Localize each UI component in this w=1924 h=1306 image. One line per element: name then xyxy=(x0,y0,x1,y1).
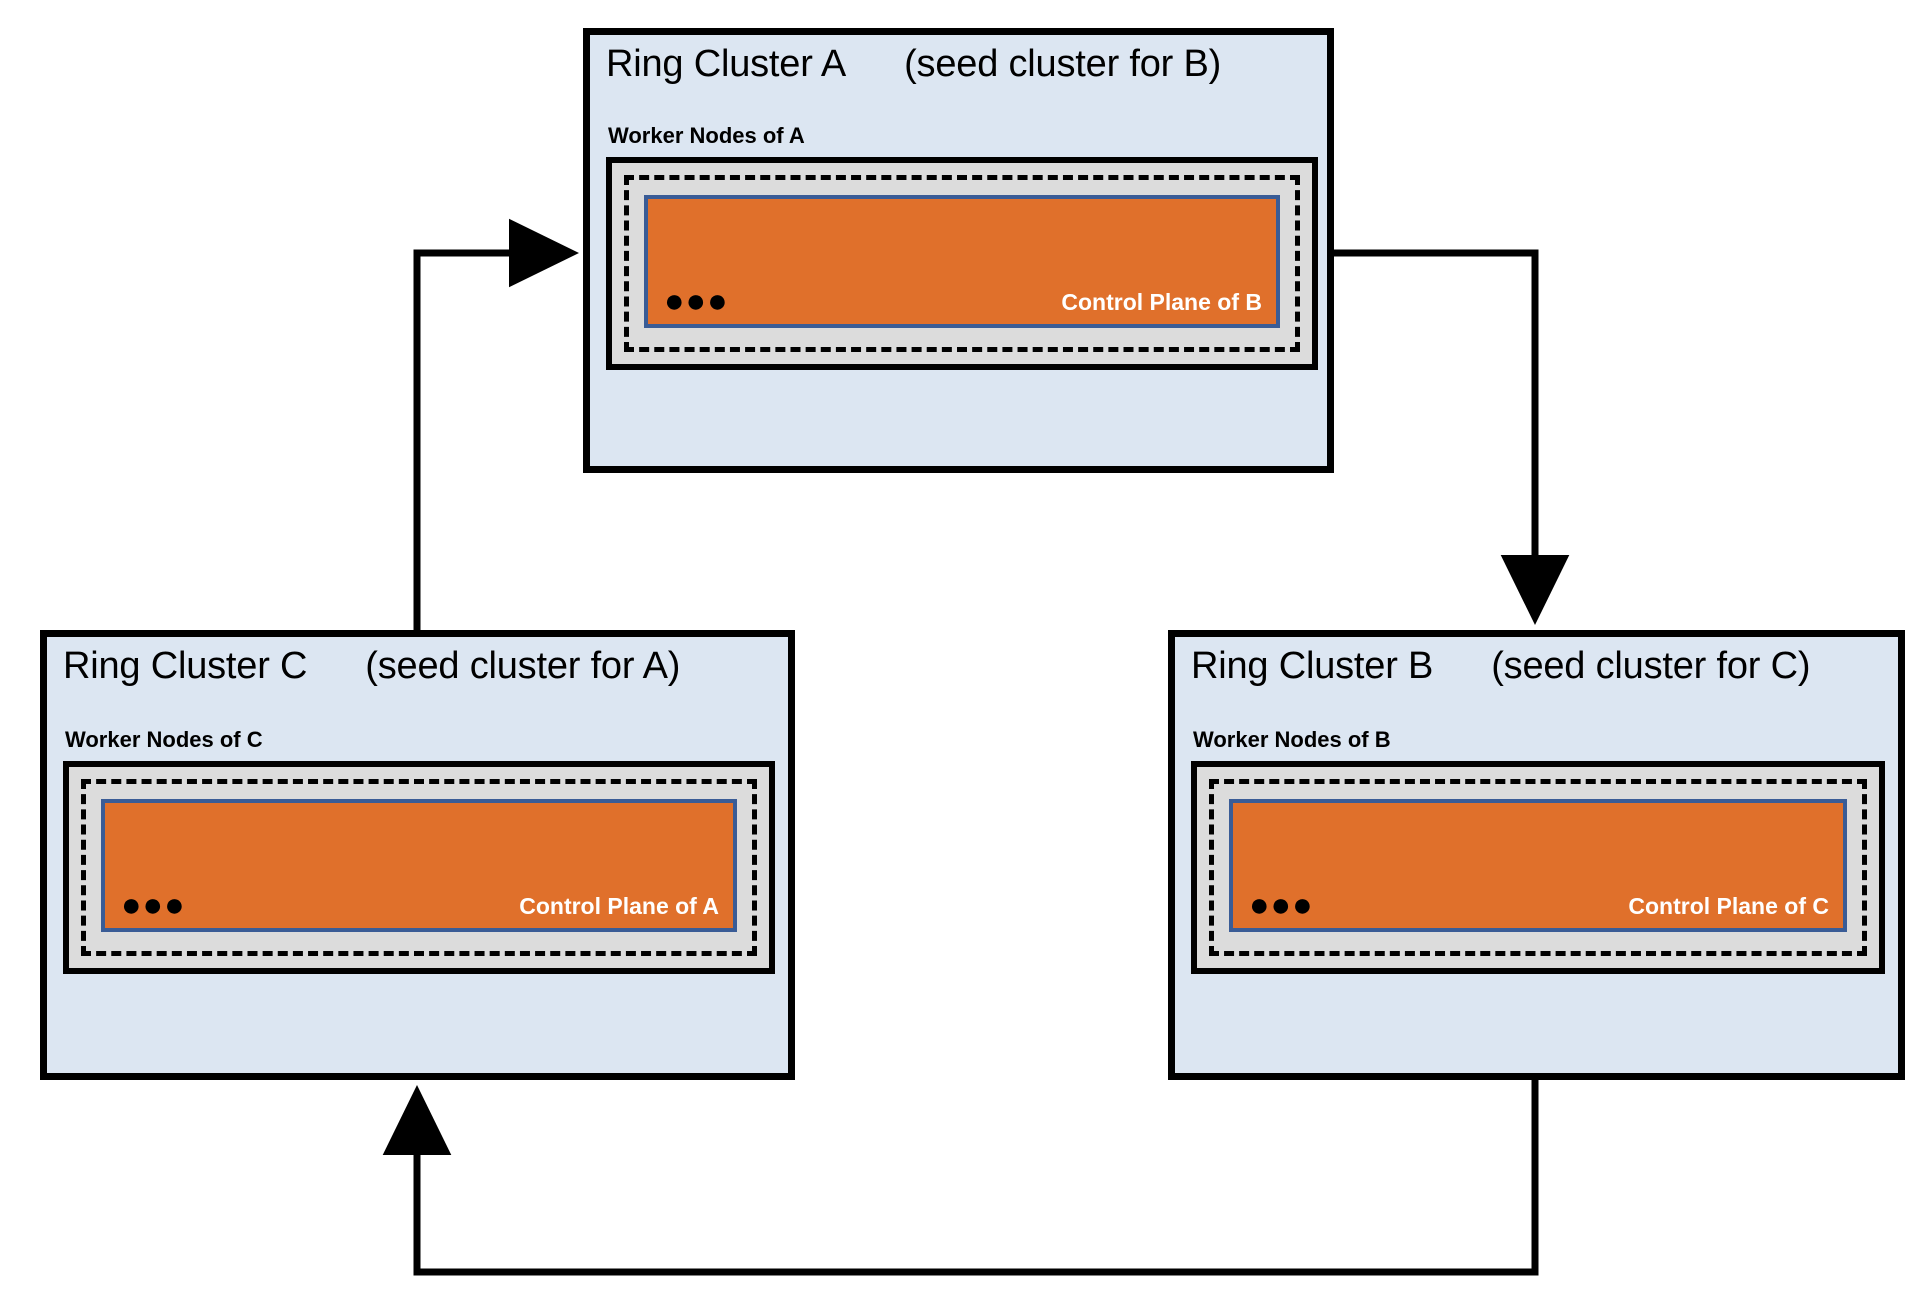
cluster-b-seed-note: (seed cluster for C) xyxy=(1491,645,1811,687)
arrow-c-to-a xyxy=(413,218,579,630)
cluster-b-worker-label: Worker Nodes of B xyxy=(1193,727,1391,752)
ring-cluster-c[interactable]: Ring Cluster C (seed cluster for A) Worke… xyxy=(40,630,795,1080)
cluster-c-dashed-boundary xyxy=(81,779,757,956)
cluster-a-ellipsis-icon: ●●● xyxy=(664,282,729,320)
cluster-a-seed-note: (seed cluster for B) xyxy=(904,43,1222,85)
cluster-b-worker-box: ●●● Control Plane of C xyxy=(1191,761,1885,974)
cluster-a-name: Ring Cluster A xyxy=(606,43,847,85)
cluster-a-worker-label: Worker Nodes of A xyxy=(608,123,805,148)
cluster-a-dashed-boundary xyxy=(624,175,1300,352)
cluster-c-seed-note: (seed cluster for A) xyxy=(365,645,681,687)
ring-cluster-b[interactable]: Ring Cluster B (seed cluster for C) Worke… xyxy=(1168,630,1905,1080)
cluster-c-ellipsis-icon: ●●● xyxy=(121,886,186,924)
cluster-b-control-plane-box[interactable]: ●●● Control Plane of C xyxy=(1229,799,1847,932)
cluster-a-title: Ring Cluster A (seed cluster for B) xyxy=(606,43,1221,86)
ring-cluster-a[interactable]: Ring Cluster A (seed cluster for B) Worke… xyxy=(583,28,1334,473)
arrow-b-to-c xyxy=(382,1080,1539,1276)
cluster-c-name: Ring Cluster C xyxy=(63,645,308,687)
cluster-b-title: Ring Cluster B (seed cluster for C) xyxy=(1191,645,1810,688)
cluster-a-control-plane-box[interactable]: ●●● Control Plane of B xyxy=(644,195,1280,328)
cluster-b-control-plane-label: Control Plane of C xyxy=(1628,893,1829,919)
cluster-b-dashed-boundary xyxy=(1209,779,1867,956)
cluster-c-title: Ring Cluster C (seed cluster for A) xyxy=(63,645,680,688)
cluster-c-worker-label: Worker Nodes of C xyxy=(65,727,263,752)
cluster-c-control-plane-label: Control Plane of A xyxy=(519,893,719,919)
cluster-b-name: Ring Cluster B xyxy=(1191,645,1434,687)
arrow-a-to-b xyxy=(1334,249,1570,625)
cluster-a-worker-box: ●●● Control Plane of B xyxy=(606,157,1318,370)
cluster-b-ellipsis-icon: ●●● xyxy=(1249,886,1314,924)
cluster-c-worker-box: ●●● Control Plane of A xyxy=(63,761,775,974)
cluster-a-control-plane-label: Control Plane of B xyxy=(1061,289,1262,315)
cluster-c-control-plane-box[interactable]: ●●● Control Plane of A xyxy=(101,799,737,932)
